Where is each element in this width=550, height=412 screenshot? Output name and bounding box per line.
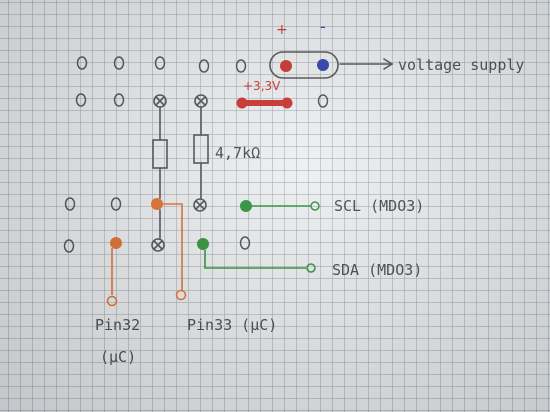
sda-node-green: [197, 238, 209, 250]
hole: [76, 56, 88, 70]
supply-jumper-red: [236, 97, 293, 109]
sda-label: SDA (MDO3): [332, 261, 422, 279]
plus-sign: +: [276, 22, 288, 38]
hole: [235, 59, 247, 73]
hole: [113, 56, 125, 70]
arrow-to-supply: [339, 58, 394, 70]
pin32-node-orange: [110, 237, 122, 249]
voltage-supply-connector: [269, 51, 339, 79]
x-hole-icon: [194, 94, 208, 108]
resistor-sda: [193, 134, 209, 164]
pin32-node-orange: [151, 198, 163, 210]
hole: [317, 94, 329, 108]
scl-node-green: [240, 200, 252, 212]
pin33-wire-orange: [163, 203, 187, 301]
hole: [64, 197, 76, 211]
pullup-resistors: [152, 106, 209, 239]
hole: [154, 56, 166, 70]
voltage-supply-label: voltage supply: [398, 56, 524, 74]
resistor-scl: [152, 139, 168, 169]
positive-terminal: [280, 60, 292, 72]
arrow-head-icon: [383, 58, 394, 70]
pin33-label: Pin33 (µC): [187, 316, 277, 334]
hole: [198, 59, 210, 73]
scl-wire: [252, 201, 320, 211]
minus-sign: -: [320, 17, 326, 36]
resistor-value-label: 4,7kΩ: [215, 144, 260, 162]
row3-holes: [64, 197, 252, 212]
pin32-label: Pin32: [95, 316, 140, 334]
connector-outline: [269, 51, 339, 79]
hole: [239, 236, 251, 250]
jumper-voltage-label: +3,3V: [243, 79, 281, 93]
row4-holes: [63, 236, 251, 253]
hole: [63, 239, 75, 253]
scl-label: SCL (MDO3): [334, 197, 424, 215]
hole: [75, 93, 87, 107]
sda-wire: [204, 250, 316, 273]
hole: [113, 93, 125, 107]
x-hole-icon: [151, 238, 165, 252]
pin32-wire-orange: [106, 248, 118, 307]
x-hole-icon: [193, 198, 207, 212]
x-hole-icon: [153, 94, 167, 108]
row2-holes: [75, 93, 329, 108]
negative-terminal: [317, 59, 329, 71]
row1-holes: [76, 56, 247, 73]
hole: [110, 197, 122, 211]
pin32-mc-label: (µC): [100, 348, 136, 366]
